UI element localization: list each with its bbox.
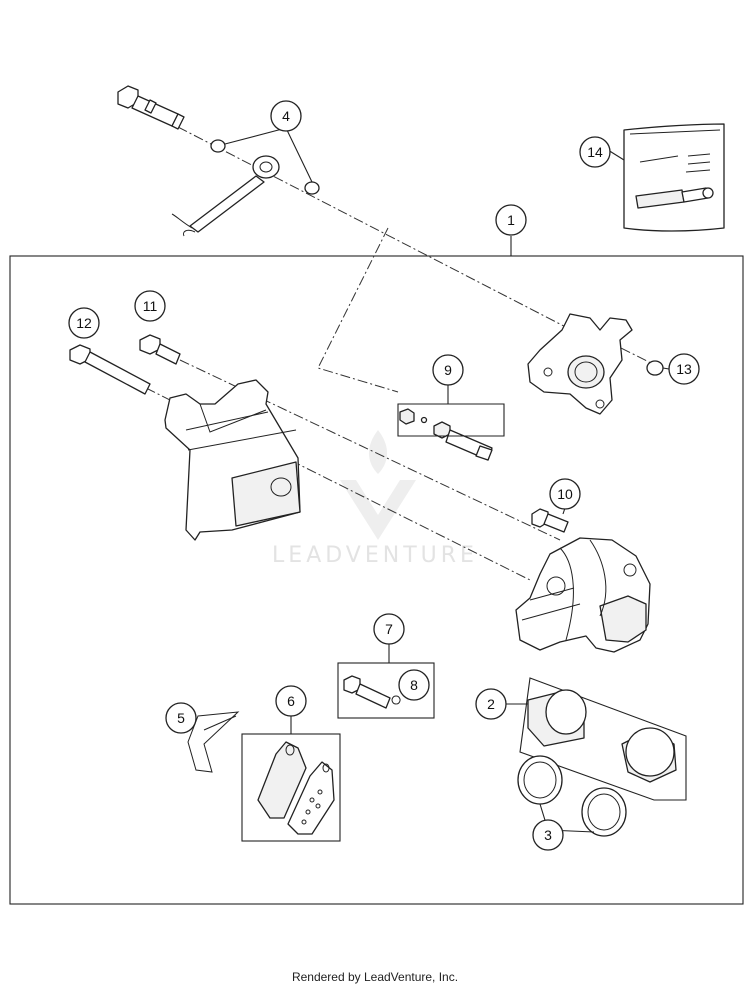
callout-8: 8 (398, 669, 430, 701)
brake-pin (343, 675, 391, 709)
svg-text:3: 3 (544, 827, 552, 843)
svg-text:9: 9 (444, 362, 452, 378)
svg-text:8: 8 (410, 677, 418, 693)
circlip (391, 695, 401, 705)
callout-10: 10 (549, 478, 581, 510)
pistons (527, 689, 677, 783)
callout-13: 13 (668, 353, 700, 385)
callout-14: 14 (579, 136, 611, 168)
assembly-frame (9, 255, 744, 905)
svg-text:14: 14 (587, 144, 603, 160)
svg-text:4: 4 (282, 108, 290, 124)
callout-9: 9 (432, 354, 464, 386)
svg-text:7: 7 (385, 621, 393, 637)
svg-text:12: 12 (76, 315, 92, 331)
watermark: LEADVENTURE (272, 430, 478, 568)
callout-3: 3 (532, 819, 564, 851)
callout-5: 5 (165, 702, 197, 734)
svg-text:10: 10 (557, 486, 573, 502)
svg-text:13: 13 (676, 361, 692, 377)
svg-text:6: 6 (287, 693, 295, 709)
callout-7: 7 (373, 613, 405, 645)
callout-12: 12 (68, 307, 100, 339)
caliper-support-bracket (164, 379, 301, 541)
svg-text:2: 2 (487, 696, 495, 712)
svg-text:1: 1 (507, 212, 515, 228)
callout-1: 1 (495, 204, 527, 236)
brake-pads (257, 741, 335, 835)
pistons-box (519, 677, 687, 801)
footer-credit: Rendered by LeadVenture, Inc. (291, 970, 459, 984)
bolt-12 (69, 344, 151, 395)
brake-caliper (515, 537, 651, 653)
brake-hose-banjo (117, 85, 280, 237)
callout-11: 11 (134, 290, 166, 322)
caliper-housing (527, 313, 633, 415)
seal-rings (517, 755, 627, 837)
watermark-text: LEADVENTURE (272, 543, 478, 568)
washer-upper (210, 139, 226, 153)
bleeder-kit (399, 408, 493, 461)
pin-kit-box (337, 662, 435, 719)
callout-4: 4 (270, 100, 302, 132)
brake-fluid-kit (623, 123, 725, 232)
leader-lines (224, 127, 670, 833)
pad-spring (187, 711, 240, 773)
callout-2: 2 (475, 688, 507, 720)
o-ring-13 (646, 360, 664, 376)
washer-lower (304, 181, 320, 195)
svg-text:11: 11 (143, 298, 158, 314)
callout-6: 6 (275, 685, 307, 717)
screw-10 (531, 508, 569, 533)
bolt-11 (139, 334, 181, 365)
svg-text:5: 5 (177, 710, 185, 726)
